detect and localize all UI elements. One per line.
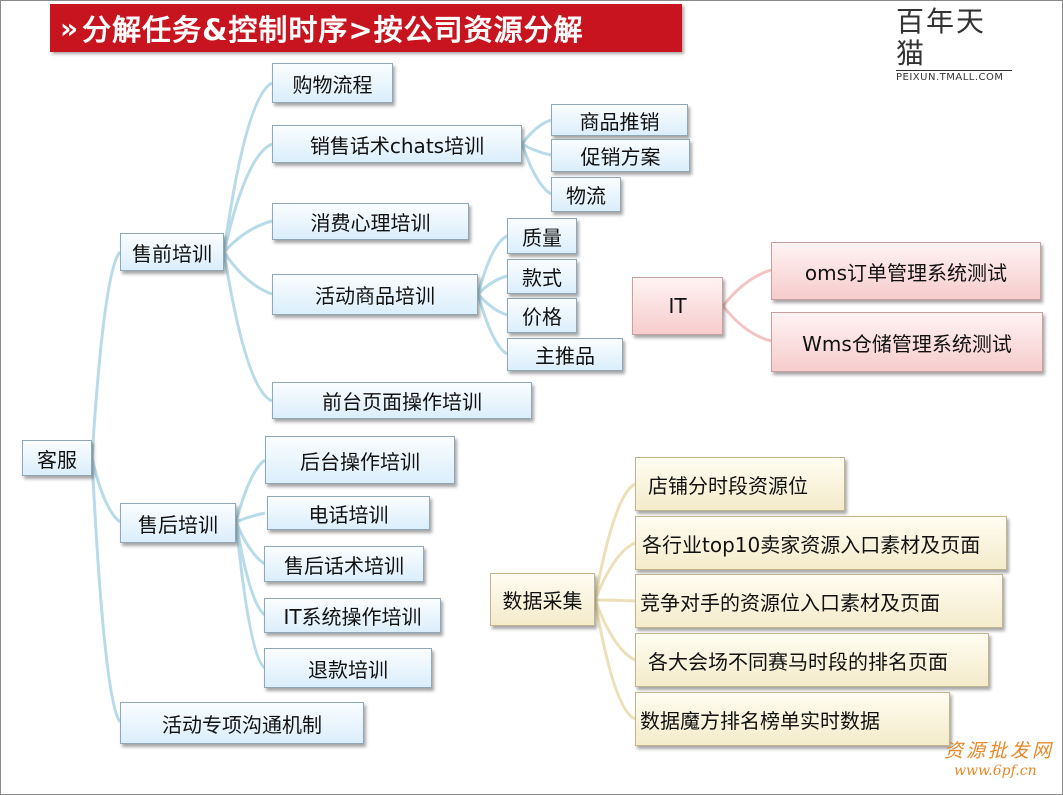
watermark-line1: 资源批发网 (944, 740, 1055, 762)
node-after-sales-training: 售后培训 (120, 503, 236, 543)
node-competitor-resources: 竞争对手的资源位入口素材及页面 (635, 574, 1003, 628)
connector-post-refund (234, 521, 266, 670)
node-top10-sellers: 各行业top10卖家资源入口素材及页面 (635, 516, 1007, 570)
connector-root-pre (90, 251, 122, 459)
node-refund-training: 退款培训 (264, 648, 432, 688)
connector-activity-price (476, 293, 508, 317)
node-frontend-operation: 前台页面操作培训 (272, 382, 532, 419)
node-main-push-item: 主推品 (507, 338, 623, 371)
connector-sales-plan (521, 142, 552, 157)
connector-sales-promo (520, 118, 552, 145)
node-activity-goods-training: 活动商品培训 (272, 274, 478, 315)
connector-sales-logistics (520, 143, 552, 196)
connector-pre-sales (222, 142, 273, 253)
node-logistics: 物流 (551, 177, 621, 212)
connector-root-post (90, 457, 121, 524)
connector-pre-frontend (222, 251, 273, 403)
node-promotion-plan: 促销方案 (551, 139, 690, 172)
logo-chinese: 百年天猫 (896, 5, 987, 70)
node-shopping-process: 购物流程 (272, 63, 393, 103)
node-oms-test: oms订单管理系统测试 (771, 242, 1041, 300)
node-consumer-psychology: 消费心理培训 (272, 203, 469, 240)
connector-pre-activity (222, 251, 273, 296)
connector-post-phone (235, 511, 266, 524)
connector-pre-shopping (222, 81, 273, 253)
connector-activity-main (476, 293, 508, 356)
node-after-sales-talk: 售后话术培训 (264, 546, 424, 582)
connector-pre-consumer (222, 219, 273, 254)
connector-data-d1 (593, 482, 636, 601)
node-sales-talk-training: 销售话术chats培训 (272, 125, 522, 163)
connector-root-event (90, 457, 122, 723)
node-wms-test: Wms仓储管理系统测试 (771, 312, 1043, 372)
node-venue-rankings: 各大会场不同赛马时段的排名页面 (635, 633, 989, 687)
node-event-communication: 活动专项沟通机制 (120, 702, 364, 744)
connector-data-d3 (594, 598, 636, 603)
watermark: 资源批发网 www.6pf.cn (944, 736, 1054, 779)
node-product-promotion: 商品推销 (551, 104, 688, 136)
connector-data-d4 (593, 599, 636, 662)
node-data-cube-rankings: 数据魔方排名榜单实时数据 (635, 692, 950, 746)
node-shop-time-slots: 店铺分时段资源位 (635, 457, 845, 511)
logo-english: PEIXUN.TMALL.COM (896, 70, 1012, 83)
connector-post-backend (234, 458, 266, 523)
page-title: 分解任务&控制时序>按公司资源分解 (82, 13, 584, 47)
connector-activity-quality (476, 234, 508, 295)
connector-it-oms (721, 268, 772, 307)
node-it: IT (632, 277, 723, 335)
node-data-collection: 数据采集 (490, 573, 595, 626)
watermark-line2: www.6pf.cn (954, 763, 1037, 779)
node-quality: 质量 (507, 218, 577, 254)
tmall-logo: 百年天猫 PEIXUN.TMALL.COM (896, 6, 1012, 83)
node-backend-operation: 后台操作培训 (265, 436, 455, 484)
node-style: 款式 (507, 259, 577, 294)
connector-data-d5 (593, 599, 636, 721)
node-root: 客服 (22, 440, 92, 476)
node-pre-sales-training: 售前培训 (120, 233, 224, 271)
connector-it-wms (721, 305, 772, 343)
node-it-system-operation: IT系统操作培训 (264, 598, 441, 633)
connector-activity-style (476, 274, 508, 296)
connector-data-d2 (593, 541, 636, 601)
node-phone-training: 电话培训 (267, 496, 430, 530)
node-price: 价格 (507, 298, 577, 333)
title-banner: » 分解任务&控制时序>按公司资源分解 (50, 4, 682, 52)
